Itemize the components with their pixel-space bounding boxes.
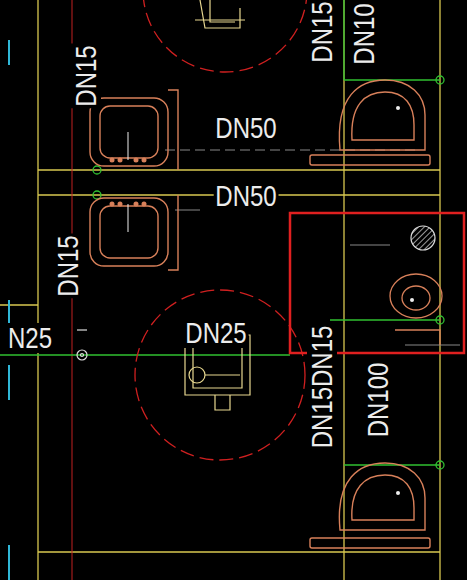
pipe-size-label: DN50 (214, 181, 279, 211)
pipe-size-label: DN15 (53, 234, 83, 299)
pipe-size-label: DN100 (363, 361, 393, 439)
pipe-size-label: DN10 (349, 2, 379, 67)
pipe-size-label: N25 (6, 323, 53, 353)
pipe-size-label: DN15DN15 (307, 324, 337, 450)
pipe-size-label: DN50 (214, 113, 279, 143)
pipe-size-label: DN15 (307, 0, 337, 64)
pipe-size-label: DN25 (184, 318, 249, 348)
pipe-size-label: DN15 (71, 44, 101, 109)
